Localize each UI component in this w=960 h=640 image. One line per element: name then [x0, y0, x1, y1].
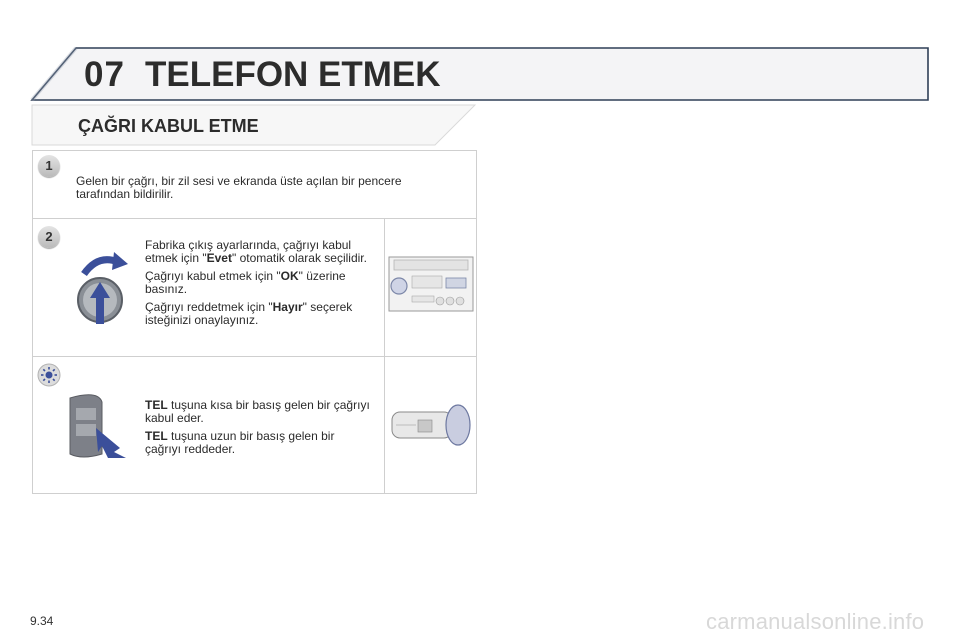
step-2-badge: 2 [38, 226, 60, 248]
rotary-knob-icon [77, 252, 128, 324]
steering-stalk-icon [391, 404, 471, 446]
page-number: 9.34 [30, 614, 54, 628]
section-title: ÇAĞRI KABUL ETME [78, 116, 259, 136]
step-2-divider [384, 218, 385, 357]
step-1-text: Gelen bir çağrı, bir zil sesi ve ekranda… [76, 174, 402, 201]
step-3-divider [384, 356, 385, 494]
chapter-title: TELEFON ETMEK [145, 55, 441, 94]
steering-control-icon [69, 394, 126, 458]
section-tab [31, 104, 477, 146]
radio-unit-icon [388, 256, 474, 312]
step-3-text: TEL tuşuna kısa bir basış gelen bir çağr… [145, 398, 370, 456]
step-2-text: Fabrika çıkış ayarlarında, çağrıyı kabul… [145, 238, 367, 327]
chapter-banner [30, 46, 929, 102]
sun-icon [37, 363, 61, 387]
chapter-number: 07 [84, 55, 125, 94]
step-1-badge: 1 [38, 155, 60, 177]
watermark: carmanualsonline.info [706, 609, 925, 634]
